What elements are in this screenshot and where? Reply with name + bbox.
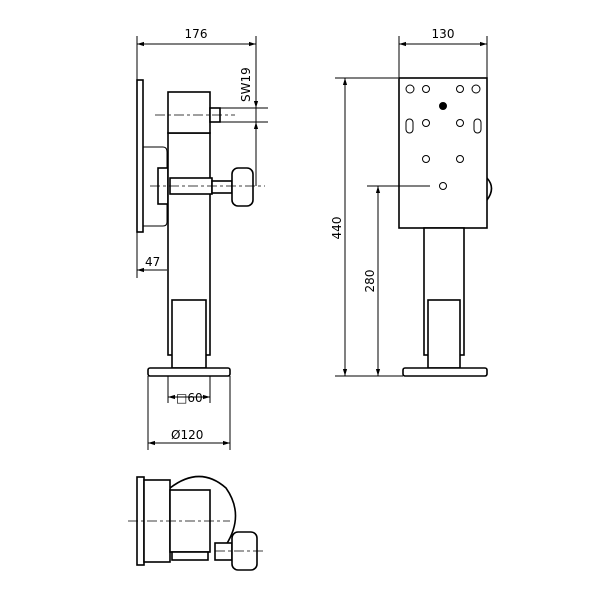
top-view (128, 475, 265, 571)
dim-wrench-size: SW19 (239, 67, 253, 102)
dim-width-total: 176 (185, 27, 208, 41)
dim-plate-width: 130 (432, 27, 455, 41)
dim-height-min: 280 (363, 270, 377, 293)
dim-height-total: 440 (330, 217, 344, 240)
front-view: 130 440 280 (330, 27, 493, 377)
dim-tube-square: □60 (176, 391, 203, 405)
dim-foot-diameter: Ø120 (171, 428, 203, 442)
side-view: 176 SW19 47 □60 Ø120 (136, 27, 268, 450)
dim-offset: 47 (145, 255, 160, 269)
